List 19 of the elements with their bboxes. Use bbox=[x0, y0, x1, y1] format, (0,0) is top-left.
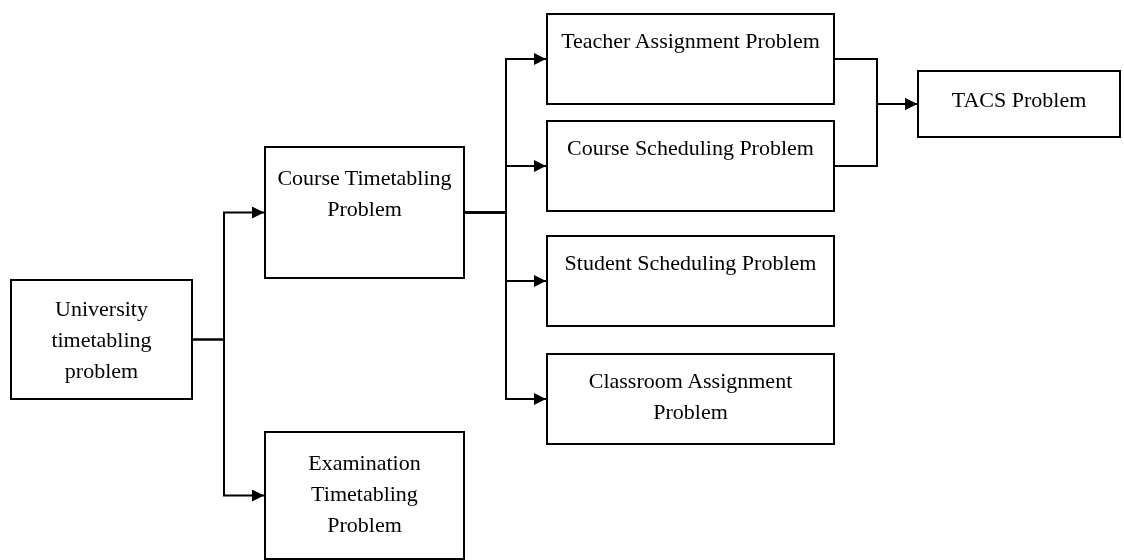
box-label: Teacher Assignment Problem bbox=[561, 27, 820, 55]
arrow bbox=[834, 98, 918, 167]
box-label: Examination Timetabling Problem bbox=[307, 449, 422, 539]
box-label: TACS Problem bbox=[951, 86, 1087, 114]
arrow bbox=[192, 338, 265, 502]
box-label: Classroom Assignment Problem bbox=[587, 367, 794, 426]
box-label: Course Timetabling Problem bbox=[276, 164, 453, 223]
process-box bbox=[264, 431, 465, 560]
process-box bbox=[546, 120, 835, 212]
process-box bbox=[546, 353, 835, 445]
process-box bbox=[10, 279, 193, 400]
box-label: University timetabling problem bbox=[50, 295, 153, 385]
process-box bbox=[917, 70, 1121, 138]
process-box bbox=[546, 235, 835, 327]
process-box bbox=[546, 13, 835, 105]
box-label: Student Scheduling Problem bbox=[564, 249, 817, 277]
box-label: Course Scheduling Problem bbox=[567, 134, 814, 162]
process-box bbox=[264, 146, 465, 279]
arrow bbox=[464, 211, 547, 405]
